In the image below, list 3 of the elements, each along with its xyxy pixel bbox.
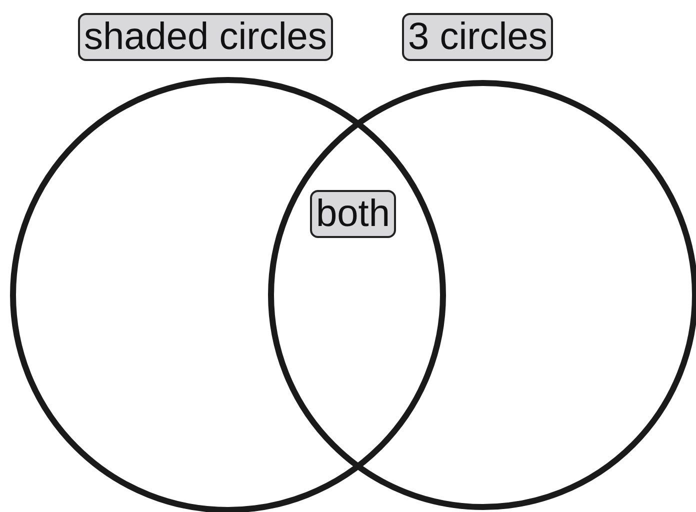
set-label: shaded circles [78, 13, 333, 61]
intersection-label: both [310, 190, 396, 238]
set-label: 3 circles [402, 13, 554, 61]
